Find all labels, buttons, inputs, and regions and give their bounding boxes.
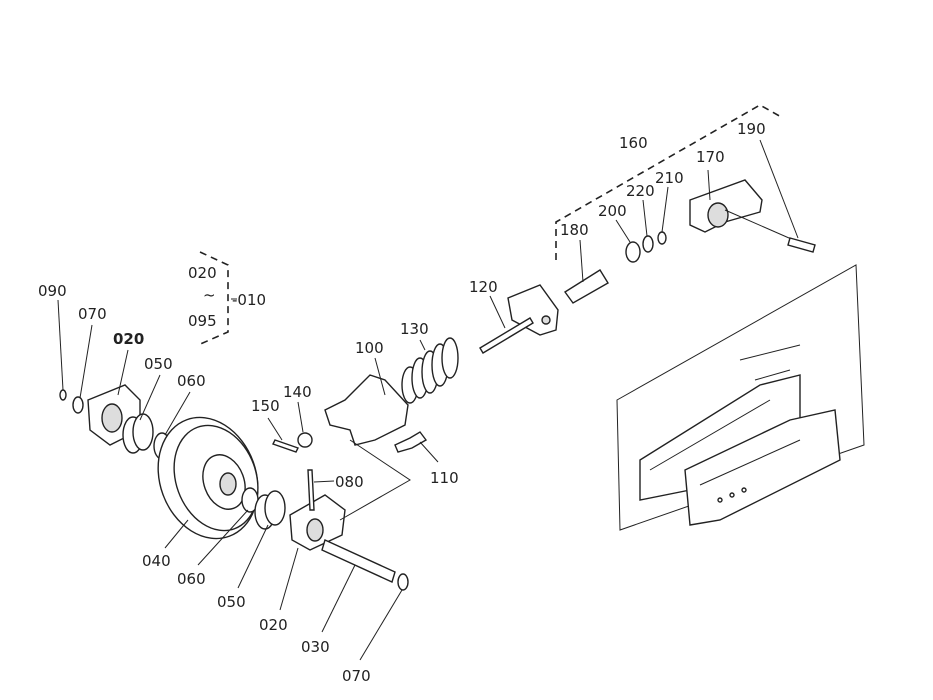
group-assembly-label: -010 [232, 291, 266, 309]
label-050: 050 [144, 355, 173, 373]
label-220: 220 [626, 182, 655, 200]
label-170: 170 [696, 148, 725, 166]
label-040: 040 [142, 552, 171, 570]
part-220 [642, 235, 654, 253]
group-range-mark: ~ [203, 286, 216, 304]
label-060: 060 [177, 570, 206, 588]
part-labels: 160 190 170 220 210 200 180 120 130 100 … [38, 120, 766, 685]
part-090 [59, 389, 67, 401]
part-050-right [254, 490, 286, 530]
part-150 [272, 439, 299, 453]
part-040-idler [157, 416, 259, 540]
part-050-left [122, 413, 154, 454]
label-020: 020 [113, 330, 144, 348]
label-110: 110 [430, 469, 459, 487]
label-160: 160 [619, 134, 648, 152]
part-170 [689, 179, 806, 246]
part-080 [307, 469, 315, 511]
label-020: 020 [259, 616, 288, 634]
label-100: 100 [355, 339, 384, 357]
label-130: 130 [400, 320, 429, 338]
part-140 [297, 432, 313, 448]
label-060: 060 [177, 372, 206, 390]
part-210 [657, 231, 667, 245]
label-210: 210 [655, 169, 684, 187]
part-120 [479, 284, 559, 354]
part-070-right [397, 573, 409, 591]
part-200 [625, 241, 641, 263]
frame-inset [616, 264, 865, 531]
group-label-from: 020 [188, 264, 217, 282]
label-070: 070 [342, 667, 371, 685]
label-120: 120 [469, 278, 498, 296]
label-050: 050 [217, 593, 246, 611]
bracket-010 [197, 251, 229, 346]
label-180: 180 [560, 221, 589, 239]
part-180 [563, 269, 609, 304]
label-150: 150 [251, 397, 280, 415]
label-190: 190 [737, 120, 766, 138]
leader-lines [57, 139, 799, 661]
bracket-160 [555, 104, 784, 260]
label-200: 200 [598, 202, 627, 220]
part-020-right [289, 494, 346, 551]
part-100 [324, 374, 409, 446]
label-080: 080 [335, 473, 364, 491]
part-190 [787, 237, 816, 253]
label-030: 030 [301, 638, 330, 656]
label-140: 140 [283, 383, 312, 401]
label-070: 070 [78, 305, 107, 323]
group-label-to: 095 [188, 312, 217, 330]
label-090: 090 [38, 282, 67, 300]
part-110 [394, 431, 428, 453]
part-070-left [72, 396, 84, 414]
part-130 [401, 337, 459, 404]
part-030-shaft [321, 539, 396, 583]
